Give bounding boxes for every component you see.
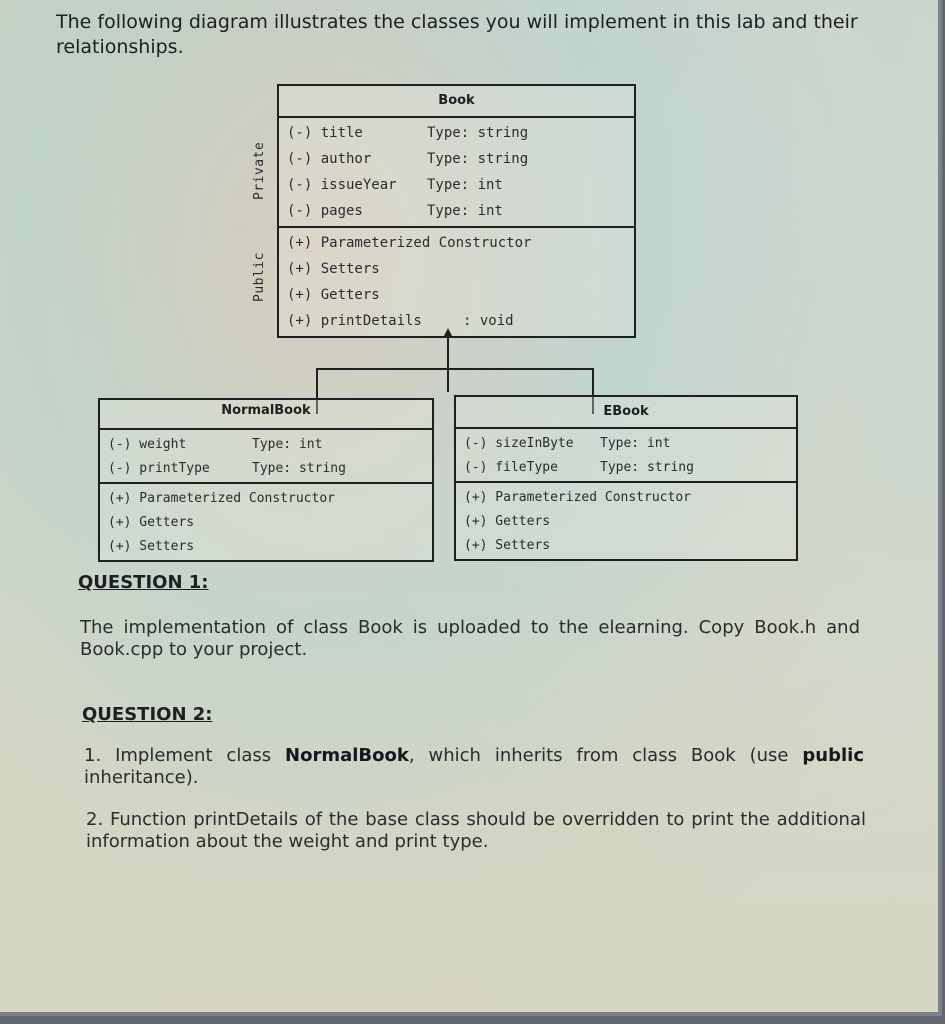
ebook-method: (+) Getters <box>464 513 551 529</box>
inheritance-line-vertical <box>447 336 449 392</box>
inheritance-arrowhead-icon <box>443 328 453 338</box>
normalbook-method: (+) Getters <box>108 514 195 530</box>
normalbook-class-name: NormalBook <box>100 400 432 430</box>
ebook-class-name: EBook <box>456 397 796 429</box>
question2-item1: 1. Implement class NormalBook, which inh… <box>84 745 864 788</box>
book-class-name: Book <box>279 86 634 118</box>
intro-text: The following diagram illustrates the cl… <box>56 11 858 58</box>
book-method: (+) Setters <box>287 261 380 277</box>
question2-item2: 2. Function printDetails of the base cla… <box>86 809 866 852</box>
question1-text: The implementation of class Book is uplo… <box>80 617 860 660</box>
public-label: Public <box>252 252 267 302</box>
private-label: Private <box>252 141 267 200</box>
normalbook-method: (+) Setters <box>108 538 195 554</box>
normalbook-methods: (+) Parameterized Constructor (+) Getter… <box>100 484 432 560</box>
ebook-methods: (+) Parameterized Constructor (+) Getter… <box>456 483 796 559</box>
inheritance-line-horizontal <box>316 368 594 370</box>
book-method: (+) Getters <box>287 287 380 303</box>
inheritance-line-normalbook <box>316 368 318 414</box>
book-methods: (+) Parameterized Constructor (+) Setter… <box>279 228 634 336</box>
normalbook-method: (+) Parameterized Constructor <box>108 490 335 506</box>
question2-heading: QUESTION 2: <box>82 704 213 725</box>
question1-heading: QUESTION 1: <box>78 572 209 593</box>
inheritance-line-ebook <box>592 368 594 414</box>
book-method: (+) Parameterized Constructor <box>287 235 532 251</box>
ebook-method: (+) Setters <box>464 537 551 553</box>
book-method: (+) printDetails: void <box>287 313 514 329</box>
ebook-method: (+) Parameterized Constructor <box>464 489 691 505</box>
